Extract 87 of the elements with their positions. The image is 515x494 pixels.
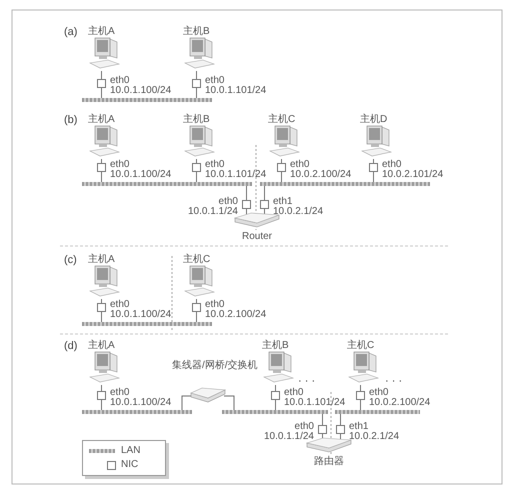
ip-address: 10.0.2.100/24 bbox=[205, 310, 266, 320]
connector-line bbox=[196, 298, 197, 304]
connector-line bbox=[101, 70, 102, 80]
lan-cable bbox=[82, 322, 212, 326]
connector-line bbox=[196, 312, 197, 322]
panel-label: (a) bbox=[64, 27, 78, 37]
ip-address: 10.0.2.101/24 bbox=[382, 170, 444, 180]
host-label: 主机A bbox=[88, 27, 115, 37]
connector-line bbox=[264, 186, 265, 200]
connector-line bbox=[101, 172, 102, 182]
connector-line bbox=[101, 400, 102, 410]
ip-address: 10.0.2.1/24 bbox=[349, 432, 400, 442]
interface-name: eth0 bbox=[205, 76, 224, 86]
ip-address: 10.0.1.101/24 bbox=[205, 170, 266, 180]
connector-line bbox=[182, 396, 192, 410]
connector-line bbox=[224, 396, 234, 410]
ip-address: 10.0.1.100/24 bbox=[110, 310, 172, 320]
interface-name: eth0 bbox=[205, 160, 224, 170]
ip-address: 10.0.1.101/24 bbox=[284, 398, 346, 408]
router-label: Router bbox=[240, 232, 273, 242]
interface-name: eth0 bbox=[218, 197, 238, 207]
device-label: 集线器/网桥/交换机 bbox=[172, 361, 258, 371]
connector-line bbox=[340, 414, 341, 426]
connector-line bbox=[196, 172, 197, 182]
connector-line bbox=[196, 70, 197, 80]
ip-address: 10.0.2.1/24 bbox=[273, 207, 324, 217]
ip-address: 10.0.1.100/24 bbox=[110, 398, 172, 408]
lan-cable bbox=[82, 98, 212, 102]
connector-line bbox=[246, 186, 247, 200]
connector-line bbox=[101, 88, 102, 98]
legend-label: NIC bbox=[121, 460, 138, 470]
interface-name: eth0 bbox=[369, 388, 388, 398]
connector-line bbox=[322, 414, 323, 426]
lan-cable bbox=[260, 182, 430, 186]
connector-line bbox=[360, 384, 361, 392]
connector-line bbox=[360, 400, 361, 410]
connector-line bbox=[101, 312, 102, 322]
router-label: 路由器 bbox=[313, 457, 345, 467]
panel-label: (d) bbox=[64, 341, 78, 351]
interface-name: eth1 bbox=[349, 422, 368, 432]
panel-label: (c) bbox=[64, 255, 77, 265]
connector-line bbox=[373, 172, 374, 182]
panel-label: (b) bbox=[64, 115, 78, 125]
ellipsis-text: · · · bbox=[298, 376, 316, 386]
ip-address: 10.0.1.1/24 bbox=[264, 432, 314, 442]
ip-address: 10.0.1.100/24 bbox=[110, 86, 172, 96]
interface-name: eth0 bbox=[290, 160, 310, 170]
host-label: 主机C bbox=[347, 341, 374, 351]
interface-name: eth0 bbox=[205, 300, 224, 310]
interface-name: eth1 bbox=[273, 197, 292, 207]
host-label: 主机C bbox=[183, 255, 210, 265]
lan-cable bbox=[222, 410, 328, 414]
host-label: 主机A bbox=[88, 115, 115, 125]
host-label: 主机B bbox=[183, 27, 210, 37]
host-label: 主机A bbox=[88, 255, 115, 265]
lan-cable bbox=[335, 410, 420, 414]
connector-line bbox=[275, 384, 276, 392]
interface-name: eth0 bbox=[110, 76, 130, 86]
ip-address: 10.0.1.1/24 bbox=[188, 207, 238, 217]
interface-name: eth0 bbox=[294, 422, 314, 432]
ellipsis-text: · · · bbox=[385, 376, 402, 386]
interface-name: eth0 bbox=[382, 160, 402, 170]
legend-label: LAN bbox=[121, 446, 140, 456]
connector-line bbox=[101, 384, 102, 392]
lan-cable bbox=[82, 410, 192, 414]
lan-cable bbox=[82, 182, 252, 186]
connector-line bbox=[196, 158, 197, 164]
interface-name: eth0 bbox=[110, 160, 130, 170]
connector-line bbox=[196, 88, 197, 98]
host-label: 主机A bbox=[88, 341, 115, 351]
host-label: 主机C bbox=[268, 115, 296, 125]
ip-address: 10.0.1.101/24 bbox=[205, 86, 266, 96]
connector-line bbox=[101, 298, 102, 304]
connector-line bbox=[281, 172, 282, 182]
host-label: 主机B bbox=[262, 341, 289, 351]
ip-address: 10.0.1.100/24 bbox=[110, 170, 172, 180]
host-label: 主机D bbox=[360, 115, 388, 125]
connector-line bbox=[101, 158, 102, 164]
interface-name: eth0 bbox=[284, 388, 304, 398]
connector-line bbox=[275, 400, 276, 410]
ip-address: 10.0.2.100/24 bbox=[369, 398, 430, 408]
ip-address: 10.0.2.100/24 bbox=[290, 170, 352, 180]
interface-name: eth0 bbox=[110, 388, 130, 398]
connector-line bbox=[281, 158, 282, 164]
host-label: 主机B bbox=[183, 115, 210, 125]
interface-name: eth0 bbox=[110, 300, 130, 310]
connector-line bbox=[373, 158, 374, 164]
